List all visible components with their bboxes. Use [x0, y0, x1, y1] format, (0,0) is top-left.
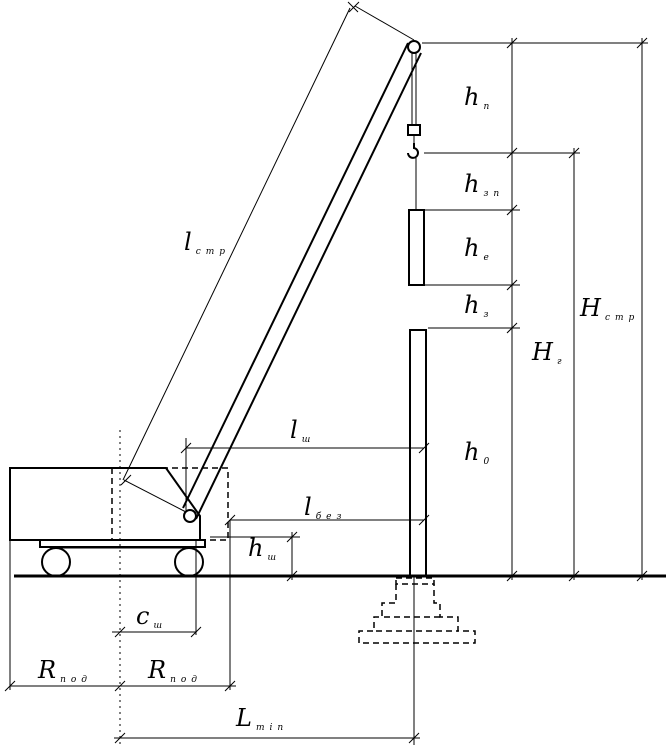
boom-hinge: [183, 509, 197, 523]
dimension-lines: [4, 1, 648, 744]
crane-undercarriage: [39, 539, 206, 548]
extension-lines: [9, 5, 648, 690]
crane-cabin: [9, 467, 201, 541]
hoist: [407, 53, 421, 210]
crane-track-wheel-right: [174, 547, 204, 577]
installed-column: [409, 329, 427, 577]
lifted-element: [408, 209, 425, 286]
crane-body: [9, 467, 206, 577]
crane-track-wheel-left: [41, 547, 71, 577]
foundation: [358, 577, 476, 644]
hook: [407, 143, 419, 159]
hook-block: [407, 124, 421, 136]
boom-tip-pulley: [407, 40, 421, 54]
crane-boom: [182, 40, 422, 523]
boom-heel-zone: [111, 467, 229, 541]
